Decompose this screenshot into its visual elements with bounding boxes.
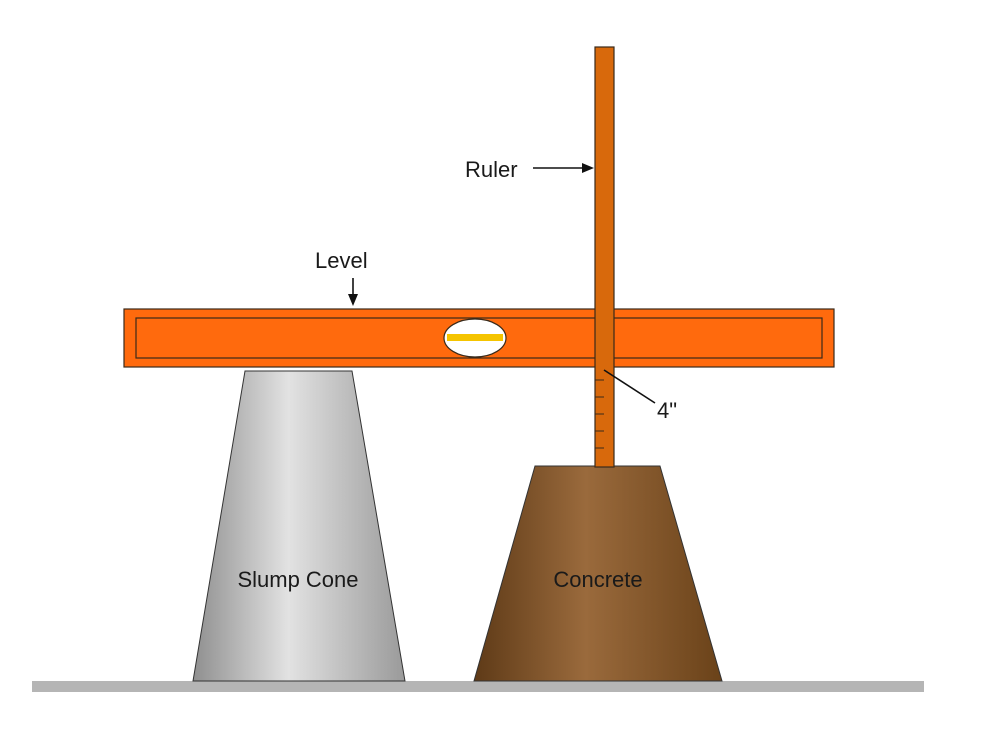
measurement-label: 4" bbox=[657, 398, 677, 423]
measurement-leader bbox=[603, 369, 656, 404]
ground-line bbox=[32, 681, 924, 692]
slump-cone-label: Slump Cone bbox=[237, 567, 358, 592]
concrete-mass bbox=[473, 465, 723, 682]
arrow-right-icon bbox=[533, 163, 594, 173]
bubble-line bbox=[447, 334, 503, 341]
arrow-down-icon bbox=[348, 278, 358, 306]
concrete-label: Concrete bbox=[553, 567, 642, 592]
ruler-label: Ruler bbox=[465, 157, 518, 182]
slump-cone bbox=[192, 370, 406, 682]
ruler bbox=[594, 46, 615, 468]
level-label: Level bbox=[315, 248, 368, 273]
level-bar bbox=[123, 308, 835, 368]
